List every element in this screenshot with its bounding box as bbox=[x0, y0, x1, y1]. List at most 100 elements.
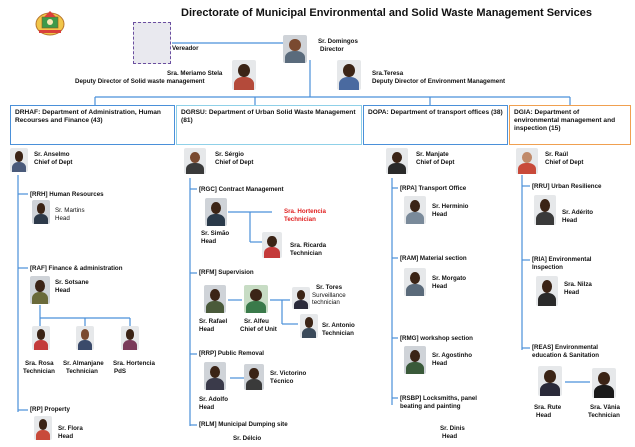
drhaf-raf-head-photo bbox=[30, 276, 50, 304]
director-role: Director bbox=[320, 46, 344, 53]
dgrsu-hortencia-name: Sra. Hortencia bbox=[284, 208, 326, 215]
dopa-rsbp-label-1: [RSBP] Locksmiths, panel bbox=[400, 395, 478, 402]
dgrsu-rlm-label: [RLM] Municipal Dumping site bbox=[199, 421, 288, 428]
dgia-rru-label: [RRU] Urban Resilience bbox=[532, 183, 602, 190]
drhaf-rrh-name: Sr. Martins bbox=[55, 207, 85, 214]
deputy-env-name: Sra.Teresa bbox=[372, 70, 404, 77]
dgrsu-rgc-head-name: Sr. Simão bbox=[201, 230, 230, 237]
dopa-rpa-label: [RPA] Transport Office bbox=[400, 185, 467, 192]
dopa-rpa-photo bbox=[404, 196, 426, 224]
director-name: Sr. Domingos bbox=[318, 38, 358, 45]
dgia-rru-photo bbox=[534, 195, 556, 225]
dopa-rmg-label: [RMG] workshop section bbox=[400, 335, 473, 342]
dgrsu-chief-role: Chief of Dept bbox=[215, 159, 254, 166]
drhaf-rrh-photo bbox=[32, 200, 50, 224]
deputy-solid-name: Sra. Meriamo Stela bbox=[167, 70, 223, 77]
dgrsu-rafael-photo bbox=[204, 285, 226, 313]
dept-box-drhaf: DRHAF: Department of Administration, Hum… bbox=[10, 105, 175, 145]
dgrsu-rgc-head-photo bbox=[205, 198, 227, 226]
dgia-rute-photo bbox=[538, 366, 562, 396]
dopa-rmg-photo bbox=[404, 346, 426, 374]
dgrsu-victorino-name: Sr. Victorino bbox=[270, 370, 307, 377]
drhaf-staff-role-3: PdS bbox=[114, 368, 127, 375]
dopa-rmg-name: Sr. Agostinho bbox=[432, 352, 472, 359]
dopa-rmg-role: Head bbox=[432, 360, 448, 367]
page-title: Directorate of Municipal Environmental a… bbox=[181, 7, 592, 19]
dgrsu-ricarda-role: Technician bbox=[290, 250, 322, 257]
drhaf-staff-name-1: Sra. Rosa bbox=[25, 360, 54, 367]
drhaf-chief-role: Chief of Dept bbox=[34, 159, 73, 166]
dept-box-dopa: DOPA: Department of transport offices (3… bbox=[363, 105, 508, 145]
dgia-ria-role: Head bbox=[564, 289, 580, 296]
dgrsu-tores-name: Sr. Tores bbox=[316, 284, 343, 291]
dgia-vania-role: Technician bbox=[588, 412, 620, 419]
dgrsu-alfeu-name: Sr. Alfeu bbox=[244, 318, 269, 325]
dgia-ria-label-1: [RIA] Environmental bbox=[532, 256, 592, 263]
dgia-rute-name: Sra. Rute bbox=[534, 404, 562, 411]
dopa-ram-role: Head bbox=[432, 283, 448, 290]
drhaf-rp-role: Head bbox=[58, 433, 74, 440]
dgrsu-adolfo-role: Head bbox=[199, 404, 215, 411]
dgia-reas-label-1: [REAS] Environmental bbox=[532, 344, 599, 351]
dgia-rute-role: Head bbox=[536, 412, 552, 419]
dgia-chief-photo bbox=[516, 148, 538, 174]
deputy-solid-photo bbox=[232, 60, 256, 90]
drhaf-rp-name: Sr. Flora bbox=[58, 425, 83, 432]
drhaf-staff-role-2: Technician bbox=[66, 368, 98, 375]
dgrsu-antonio-name: Sr. Antonio bbox=[322, 322, 355, 329]
vereador-placeholder bbox=[133, 22, 171, 64]
dept-box-dgia: DGIA: Department of environmental manage… bbox=[509, 105, 631, 145]
dgrsu-tores-photo bbox=[292, 287, 310, 309]
dept-box-dgrsu: DGRSU: Department of Urban Solid Waste M… bbox=[176, 105, 362, 145]
drhaf-rp-label: [RP] Property bbox=[30, 406, 70, 413]
drhaf-staff-name-2: Sr. Almanjane bbox=[63, 360, 104, 367]
dgrsu-victorino-photo bbox=[244, 364, 264, 390]
dgrsu-antonio-photo bbox=[300, 314, 318, 338]
director-photo bbox=[283, 35, 307, 63]
drhaf-staff-photo-2 bbox=[76, 326, 94, 350]
vereador-label: Vereador bbox=[172, 45, 199, 52]
dgia-rru-role: Head bbox=[562, 217, 578, 224]
dgrsu-adolfo-photo bbox=[204, 362, 226, 390]
dgrsu-ricarda-photo bbox=[262, 232, 282, 258]
drhaf-rrh-role: Head bbox=[55, 215, 70, 222]
deputy-solid-role: Deputy Director of Solid waste managemen… bbox=[75, 78, 205, 85]
dgrsu-rlm-name: Sr. Délcio bbox=[233, 435, 262, 442]
dgrsu-rafael-role: Head bbox=[199, 326, 215, 333]
dgrsu-chief-photo bbox=[184, 148, 206, 174]
dgia-chief-role: Chief of Dept bbox=[545, 159, 584, 166]
dopa-rsbp-name: Sr. Dinis bbox=[440, 425, 465, 432]
drhaf-staff-photo-1 bbox=[32, 326, 50, 350]
dgrsu-antonio-role: Technician bbox=[322, 330, 354, 337]
drhaf-chief-name: Sr. Anselmo bbox=[34, 151, 70, 158]
deputy-env-photo bbox=[337, 60, 361, 90]
dgia-rru-name: Sr. Adérito bbox=[562, 209, 594, 216]
drhaf-staff-name-3: Sra. Hortencia bbox=[113, 360, 155, 367]
drhaf-raf-head-name: Sr. Sotsane bbox=[55, 279, 89, 286]
dgrsu-rafael-name: Sr. Rafael bbox=[199, 318, 228, 325]
drhaf-rp-photo bbox=[34, 416, 52, 440]
dgrsu-rgc-head-role: Head bbox=[201, 238, 217, 245]
dgia-ria-photo bbox=[536, 276, 558, 306]
dgrsu-adolfo-name: Sr. Adolfo bbox=[199, 396, 228, 403]
dopa-ram-label: [RAM] Material section bbox=[400, 255, 467, 262]
dopa-ram-name: Sr. Morgato bbox=[432, 275, 467, 282]
dgrsu-victorino-role: Técnico bbox=[270, 378, 294, 385]
dopa-rsbp-label-2: beating and painting bbox=[400, 403, 461, 410]
dopa-rpa-name: Sr. Herminio bbox=[432, 203, 469, 210]
dgrsu-rrp-label: [RRP] Public Removal bbox=[199, 350, 264, 357]
drhaf-chief-photo bbox=[10, 148, 28, 172]
drhaf-rrh-label: [RRH] Human Resources bbox=[30, 191, 104, 198]
drhaf-raf-head-role: Head bbox=[55, 287, 71, 294]
dopa-chief-role: Chief of Dept bbox=[416, 159, 455, 166]
dopa-rsbp-role: Head bbox=[442, 433, 458, 440]
dopa-chief-photo bbox=[386, 148, 408, 174]
dgrsu-chief-name: Sr. Sérgio bbox=[215, 151, 244, 158]
dgrsu-hortencia-role: Technician bbox=[284, 216, 316, 223]
dgrsu-alfeu-photo bbox=[244, 285, 268, 313]
drhaf-raf-label: [RAF] Finance & administration bbox=[30, 265, 123, 272]
dgia-vania-photo bbox=[592, 368, 616, 398]
dgia-reas-label-2: education & Sanitation bbox=[532, 352, 600, 359]
dopa-ram-photo bbox=[404, 268, 426, 296]
